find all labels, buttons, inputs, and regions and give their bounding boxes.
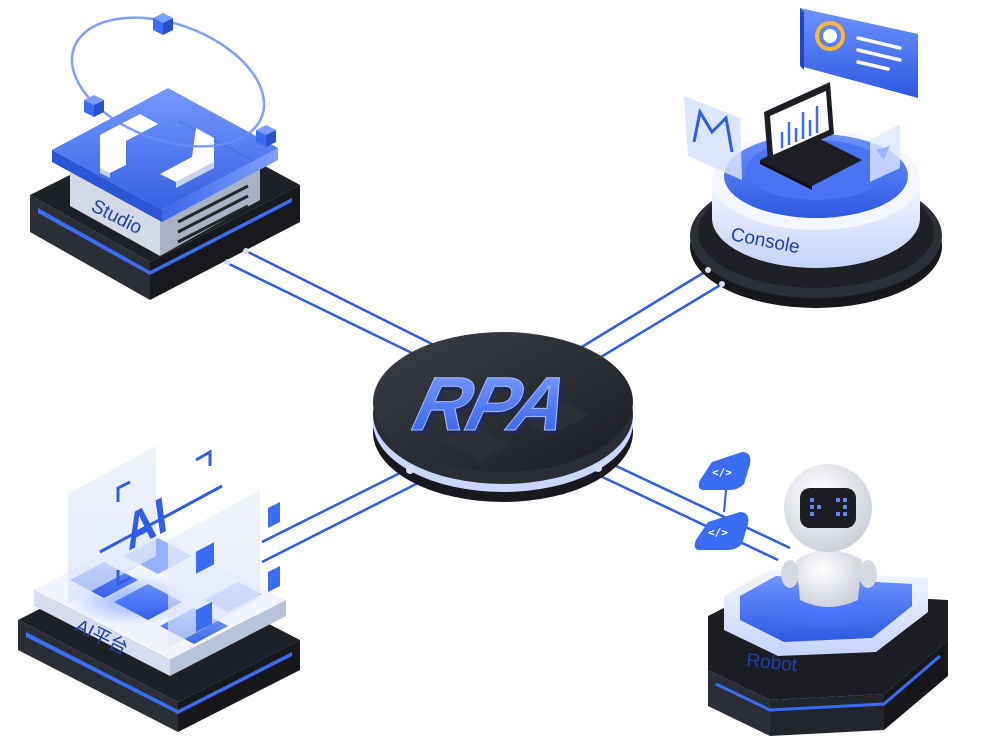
data-chip-icon xyxy=(268,502,280,528)
console-node[interactable]: Console xyxy=(684,8,942,308)
hub-port-dot xyxy=(594,464,602,472)
connector-studio-hub xyxy=(224,249,437,358)
hub-port-dot xyxy=(406,466,414,474)
robot-icon xyxy=(781,464,877,607)
floating-chart-panel xyxy=(684,96,742,180)
laptop-icon xyxy=(760,82,862,190)
rpa-hub: RPA RPA xyxy=(373,332,633,502)
data-chip-icon xyxy=(196,602,212,632)
ai-platform-node[interactable]: AI AI平台 xyxy=(18,446,300,732)
code-badge-text: </> xyxy=(708,526,728,539)
rpa-hub-label: RPA xyxy=(406,362,576,447)
robot-node[interactable]: </> </> Robot xyxy=(694,452,948,736)
code-badge-text: </> xyxy=(712,466,732,479)
code-badge: </> xyxy=(694,512,749,550)
cube-icon xyxy=(153,13,173,35)
rpa-hub-label-shadow: RPA xyxy=(409,366,579,451)
floating-info-panel xyxy=(870,124,900,182)
data-chip-icon xyxy=(268,566,280,592)
connector-ai-hub xyxy=(261,466,425,564)
code-badge: </> xyxy=(698,452,751,490)
floating-profile-card xyxy=(800,8,918,98)
donut-chart-icon xyxy=(815,21,845,51)
cube-icon xyxy=(84,95,104,117)
connector-robot-hub xyxy=(595,462,791,562)
cube-icon xyxy=(256,125,276,147)
connector-console-hub xyxy=(579,268,723,362)
studio-node[interactable]: Studio xyxy=(30,0,300,300)
ai-scan-frame xyxy=(116,449,212,587)
